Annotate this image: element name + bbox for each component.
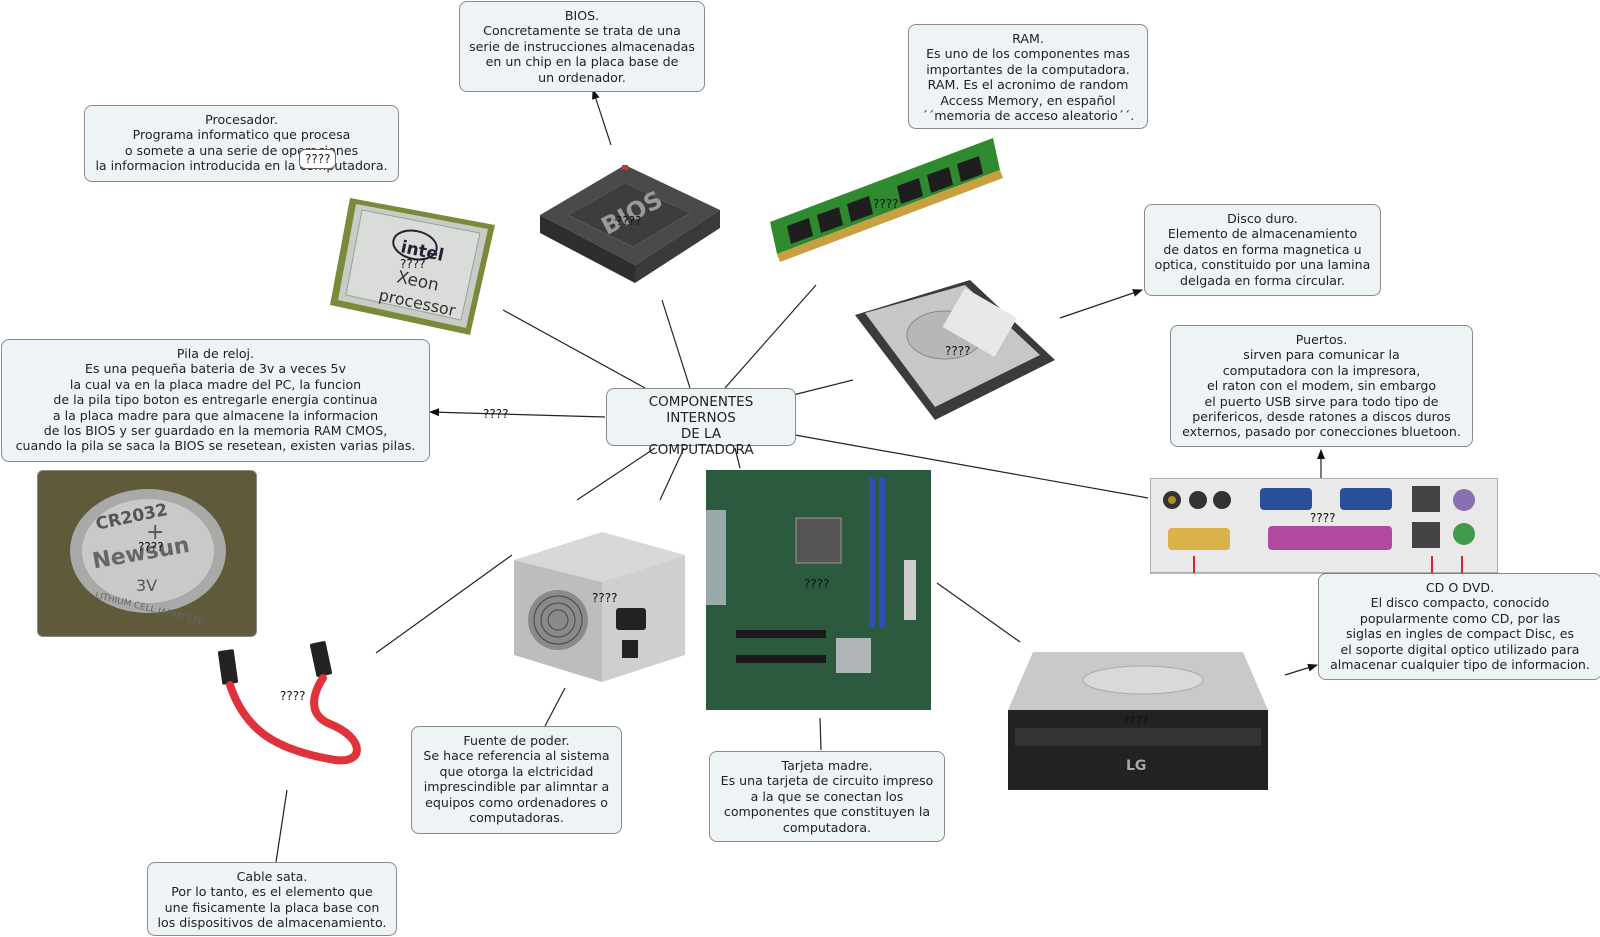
node-cable-sata: Cable sata. Por lo tanto, es el elemento… bbox=[147, 862, 397, 936]
node-tarjeta-madre: Tarjeta madre. Es una tarjeta de circuit… bbox=[709, 751, 945, 842]
node-cd-dvd: CD O DVD. El disco compacto, conocido po… bbox=[1318, 573, 1600, 680]
node-ram: RAM. Es uno de los componentes mas impor… bbox=[908, 24, 1148, 129]
line-board-dvd bbox=[936, 582, 1021, 643]
battery-plus: + bbox=[146, 520, 164, 545]
ports-panel-image: ???? bbox=[1150, 478, 1498, 574]
line-dvd-arrow bbox=[1284, 663, 1318, 676]
node-fuente: Fuente de poder. Se hace referencia al s… bbox=[411, 726, 622, 834]
cpu-image: intel Xeon processor ???? bbox=[330, 198, 495, 335]
line-center-battery bbox=[576, 447, 656, 501]
node-pila: Pila de reloj. Es una pequeña bateria de… bbox=[1, 339, 430, 462]
placeholder-sata: ???? bbox=[280, 689, 305, 703]
placeholder-bios: ???? bbox=[616, 214, 641, 228]
center-node: COMPONENTES INTERNOS DE LA COMPUTADORA bbox=[606, 388, 796, 458]
battery-voltage: 3V bbox=[136, 576, 157, 595]
bios-chip-image: BIOS ???? bbox=[540, 165, 720, 283]
line-center-fuente bbox=[659, 447, 685, 501]
battery-image: CR2032 + Newsun 3V LITHIUM CELL JAPAN ST… bbox=[37, 470, 257, 637]
node-puertos: Puertos. sirven para comunicar la comput… bbox=[1170, 325, 1473, 447]
placeholder-battery: ???? bbox=[138, 540, 163, 554]
dvd-drive-image: LG ???? bbox=[1008, 652, 1268, 790]
dvd-brand: LG bbox=[1126, 758, 1146, 774]
line-proc-bios-arrow bbox=[591, 89, 612, 146]
line-center-ports bbox=[794, 434, 1149, 499]
placeholder-dvd: ???? bbox=[1123, 714, 1148, 728]
power-supply-image: ???? bbox=[514, 532, 685, 682]
placeholder-board: ???? bbox=[804, 577, 829, 591]
line-center-bios bbox=[661, 299, 691, 389]
sata-cable-image: ???? bbox=[217, 641, 361, 765]
line-psu-fuente bbox=[544, 687, 566, 727]
motherboard-image: ???? bbox=[706, 470, 931, 710]
line-center-pila bbox=[429, 408, 606, 418]
line-center-ram bbox=[724, 284, 817, 389]
line-sata-cable bbox=[275, 789, 288, 863]
line-center-dvd bbox=[734, 447, 741, 469]
line-board-tarjeta bbox=[819, 717, 822, 751]
line-center-hdd bbox=[792, 379, 854, 396]
placeholder-ports: ???? bbox=[1310, 511, 1335, 525]
placeholder-procesador: ???? bbox=[299, 149, 337, 169]
ram-image: ???? bbox=[770, 138, 1003, 262]
placeholder-pila-arrow: ???? bbox=[483, 407, 509, 421]
line-center-processor bbox=[502, 309, 646, 389]
line-hdd-arrow bbox=[1059, 289, 1143, 319]
placeholder-hdd: ???? bbox=[945, 344, 970, 358]
placeholder-psu: ???? bbox=[592, 591, 617, 605]
placeholder-cpu: ???? bbox=[400, 257, 425, 271]
placeholder-ram: ???? bbox=[873, 197, 898, 211]
node-procesador: Procesador. Programa informatico que pro… bbox=[84, 105, 399, 182]
node-bios: BIOS. Concretamente se trata de una seri… bbox=[459, 1, 705, 92]
node-disco-duro: Disco duro. Elemento de almacenamiento d… bbox=[1144, 204, 1381, 296]
line-center-sata bbox=[375, 554, 513, 654]
hard-drive-image: ???? bbox=[855, 280, 1055, 420]
